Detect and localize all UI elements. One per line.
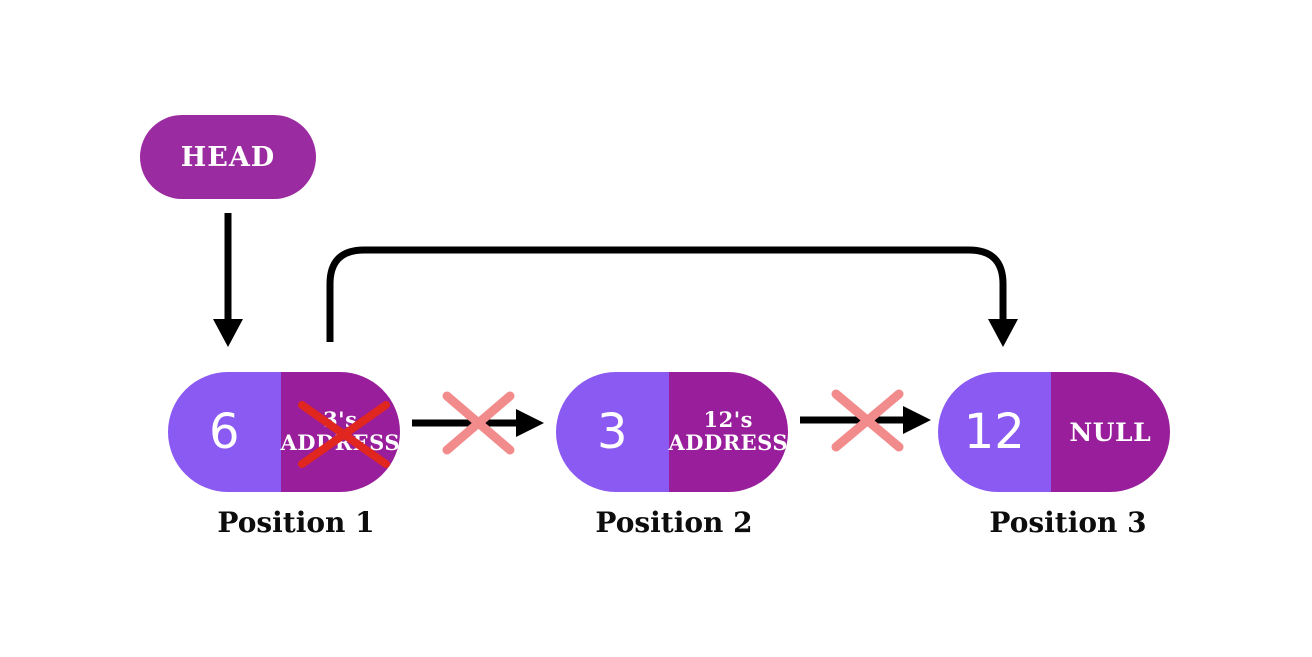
severed-link-cross-2 [831,389,904,452]
head-label: HEAD [180,141,276,173]
next-pointer-arrow-2 [800,406,931,434]
node-2-pointer-line2: ADDRESS [668,430,788,455]
position-label-3: Position 3 [989,506,1147,539]
node-2-value-cell: 3 [556,372,669,492]
node-1-value: 6 [208,404,240,460]
node-position-3: 12 NULL [938,372,1170,492]
node-2-pointer-line1: 12's [703,407,753,433]
node-2-value: 3 [596,404,628,460]
node-position-2: 3 12's ADDRESS [556,372,788,492]
node-3-value: 12 [963,404,1025,460]
head-to-node-arrow [213,213,243,347]
position-label-1: Position 1 [217,506,375,539]
node-1-pointer-line1: 3's [323,407,358,433]
position-label-2: Position 2 [595,506,753,539]
node-1-pointer-cell: 3's ADDRESS [280,372,400,492]
node-position-1: 6 3's ADDRESS [168,372,400,492]
node-2-pointer-cell: 12's ADDRESS [668,372,788,492]
bypass-arrow [326,246,1018,347]
severed-link-cross-1 [442,391,515,455]
next-pointer-arrow-1 [412,409,544,437]
node-3-pointer-cell: NULL [1050,372,1170,492]
node-1-pointer-line2: ADDRESS [280,430,400,455]
node-3-value-cell: 12 [938,372,1051,492]
head-node: HEAD [140,115,316,199]
node-3-pointer-line1: NULL [1069,417,1152,447]
node-1-value-cell: 6 [168,372,281,492]
